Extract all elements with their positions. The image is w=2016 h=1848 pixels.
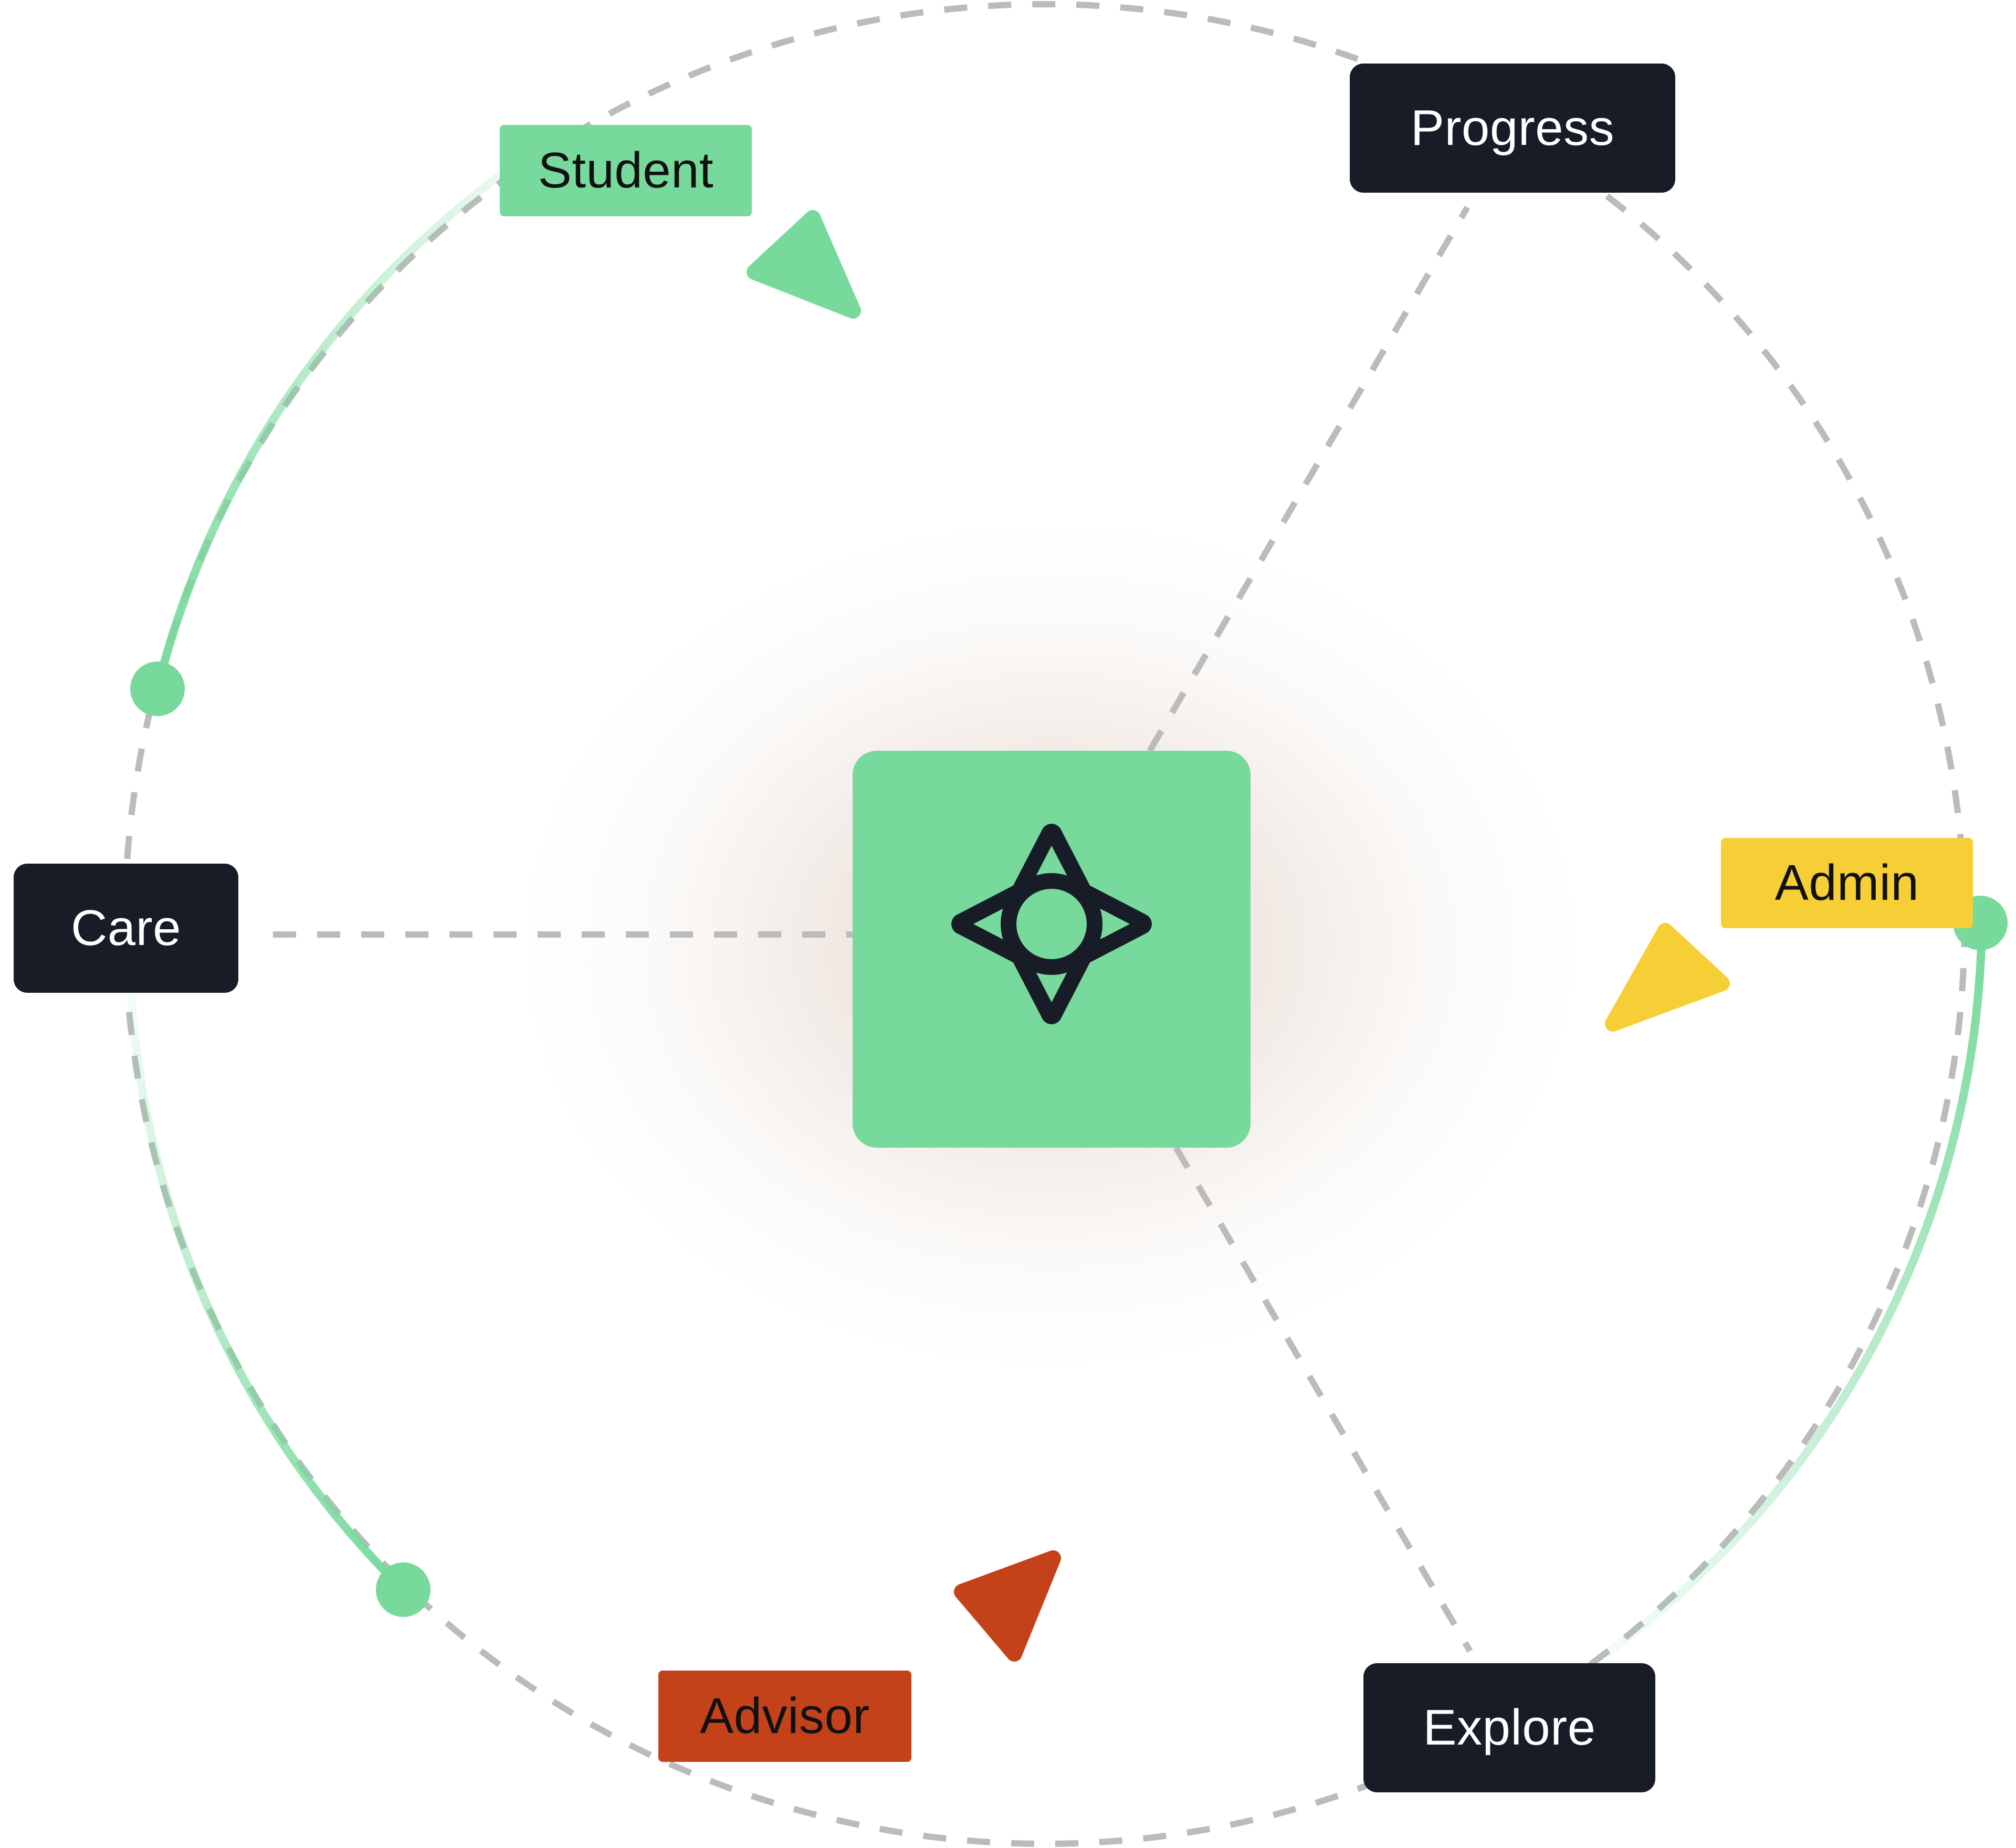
pointer-arrow-icon xyxy=(954,1550,1061,1662)
spoke-to-explore xyxy=(1173,1146,1473,1653)
flag-admin-label: Admin xyxy=(1774,855,1919,911)
pointer-arrow-icon xyxy=(747,210,861,319)
arc-top-left xyxy=(153,153,529,692)
node-care-label: Care xyxy=(70,900,182,956)
four-point-star-with-circle-icon xyxy=(951,824,1152,1024)
node-progress-label: Progress xyxy=(1410,100,1615,156)
arc-dot-left-lower xyxy=(376,1562,430,1617)
flag-student-label: Student xyxy=(538,142,714,198)
flag-advisor: Advisor xyxy=(658,1671,911,1762)
arc-bottom-left xyxy=(127,993,408,1595)
arc-dot-left-upper xyxy=(130,662,185,716)
hub-logo-tile xyxy=(853,751,1251,1148)
node-explore-label: Explore xyxy=(1423,1699,1596,1756)
flag-admin: Admin xyxy=(1721,838,1973,928)
spoke-to-progress xyxy=(1147,205,1471,753)
node-progress: Progress xyxy=(1350,64,1675,193)
node-explore: Explore xyxy=(1363,1663,1655,1792)
flag-advisor-label: Advisor xyxy=(700,1688,870,1744)
flag-student: Student xyxy=(500,125,752,216)
pointer-arrow-icon xyxy=(1605,923,1730,1032)
node-care: Care xyxy=(14,864,238,993)
arc-right xyxy=(1602,920,1986,1658)
